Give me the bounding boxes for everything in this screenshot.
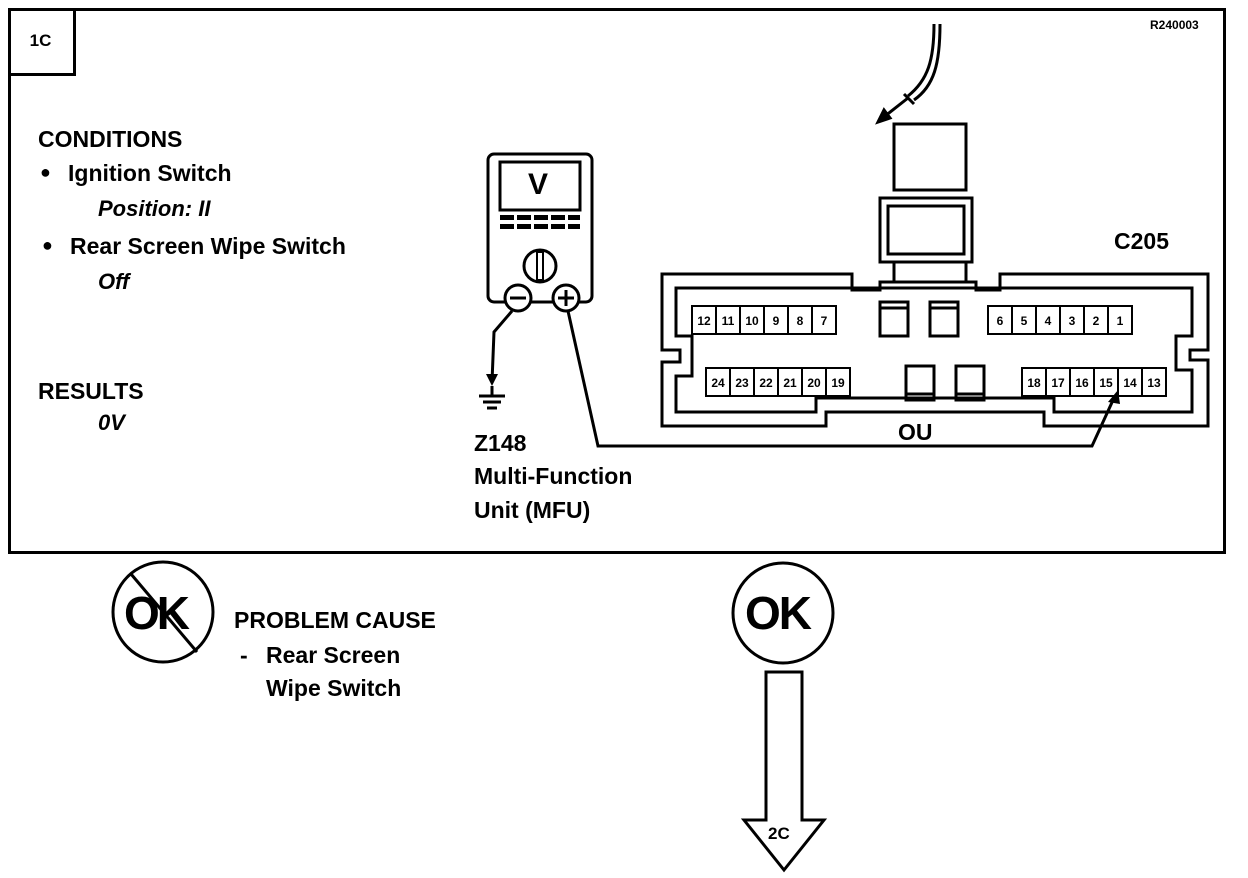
conditions-heading: CONDITIONS [38, 126, 183, 152]
pin-cell [1141, 367, 1167, 397]
pin-number: 19 [831, 376, 845, 390]
reference-code: R240003 [1150, 18, 1199, 32]
condition-label-ignition: Ignition Switch [68, 160, 232, 186]
pin-number: 16 [1075, 376, 1089, 390]
not-ok-badge-text: OK [124, 587, 190, 639]
pin-number: 10 [745, 314, 759, 328]
pin-number: 21 [783, 376, 797, 390]
not-ok-badge-icon [111, 560, 215, 664]
problem-cause-dash: - [240, 642, 248, 668]
problem-cause-line2: Wipe Switch [266, 675, 402, 701]
condition-value-ignition: Position: II [98, 196, 211, 221]
problem-cause-line1: Rear Screen [266, 642, 401, 668]
bullet-icon: ● [42, 235, 53, 255]
connector-id: C205 [1114, 228, 1169, 254]
pin-number: 18 [1027, 376, 1041, 390]
pin-cell [825, 367, 851, 397]
pin-row-top-right: 6 5 4 3 2 1 [987, 305, 1133, 335]
pin-number: 7 [821, 314, 828, 328]
step-frame [8, 8, 1226, 554]
pin-number: 12 [697, 314, 711, 328]
results-value: 0V [98, 410, 125, 435]
bullet-icon: ● [40, 162, 51, 182]
component-name-line2: Unit (MFU) [474, 497, 591, 523]
pin-number: 22 [759, 376, 773, 390]
pin-row-bottom-right: 18 17 16 15 14 13 [1021, 367, 1167, 397]
results-heading: RESULTS [38, 378, 144, 404]
pin-number: 24 [711, 376, 725, 390]
pin-number: 8 [797, 314, 804, 328]
next-step-id: 2C [768, 824, 790, 843]
harness-connector-icon [875, 23, 974, 284]
pin-cell [1107, 305, 1133, 335]
pin-number: 2 [1093, 314, 1100, 328]
pin-cell [811, 305, 837, 335]
pin-number: 14 [1123, 376, 1137, 390]
connector-colour-code: OU [898, 419, 933, 445]
step-id: 1C [8, 8, 76, 76]
pin-row-bottom-left: 24 23 22 21 20 19 [705, 367, 851, 397]
problem-cause-heading: PROBLEM CAUSE [234, 607, 436, 633]
c205-connector-body [660, 272, 1210, 428]
pin-row-top-left: 12 11 10 9 8 7 [691, 305, 837, 335]
pin-number: 11 [722, 314, 735, 328]
ok-badge-text: OK [745, 587, 812, 639]
pin-number: 4 [1045, 314, 1052, 328]
condition-label-rear-wipe: Rear Screen Wipe Switch [70, 233, 346, 259]
pin-number: 15 [1099, 376, 1113, 390]
pin-number: 9 [773, 314, 780, 328]
multimeter-icon [486, 152, 594, 313]
ground-icon [479, 386, 505, 410]
pin-number: 23 [735, 376, 749, 390]
pin-number: 5 [1021, 314, 1028, 328]
pin-number: 17 [1051, 376, 1065, 390]
pin-number: 13 [1147, 376, 1161, 390]
pin-number: 1 [1117, 314, 1124, 328]
condition-value-rear-wipe: Off [98, 269, 130, 294]
pin-number: 20 [807, 376, 821, 390]
component-code: Z148 [474, 430, 527, 456]
next-step-arrow-icon [740, 670, 828, 873]
ground-lead [486, 310, 514, 386]
ok-badge-icon [731, 561, 835, 665]
pin-number: 6 [997, 314, 1004, 328]
component-name-line1: Multi-Function [474, 463, 633, 489]
pin-number: 3 [1069, 314, 1076, 328]
meter-display-unit: V [528, 168, 549, 201]
